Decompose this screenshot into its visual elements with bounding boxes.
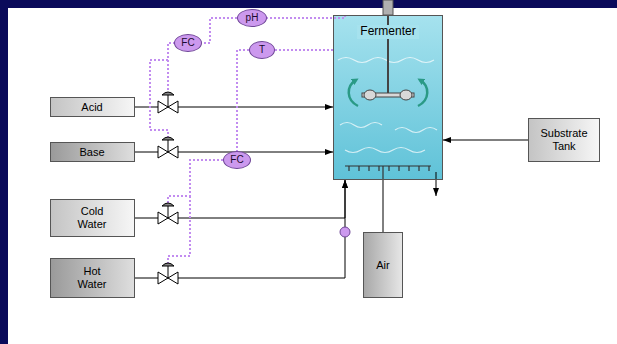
outflow-arrow bbox=[436, 172, 437, 196]
signal-line bbox=[150, 43, 223, 266]
flow-line bbox=[383, 180, 384, 232]
controller-bubble: T bbox=[249, 41, 275, 59]
flow-line bbox=[135, 180, 346, 278]
supply-box: Acid bbox=[50, 97, 135, 117]
air-supply: Air bbox=[363, 232, 403, 298]
air-sparger bbox=[345, 166, 431, 180]
flow-line bbox=[443, 140, 528, 141]
side-bar bbox=[0, 0, 8, 344]
node-label: Air bbox=[376, 259, 389, 272]
node-label: Hot Water bbox=[71, 265, 113, 290]
node-label: Base bbox=[79, 146, 104, 159]
node-label: Cold Water bbox=[71, 205, 113, 230]
control-valves bbox=[158, 92, 178, 284]
node-label: Substrate Tank bbox=[534, 127, 594, 152]
supply-box: Hot Water bbox=[50, 258, 135, 298]
valve-symbol bbox=[158, 92, 178, 113]
node-label: FC bbox=[230, 154, 243, 166]
valve-symbol bbox=[158, 137, 178, 158]
node-label: Fermenter bbox=[357, 25, 418, 39]
agitator-motor bbox=[383, 0, 393, 15]
supply-box: Base bbox=[50, 142, 135, 162]
valve-symbol bbox=[158, 203, 178, 224]
node-label: T bbox=[259, 44, 265, 56]
controller-bubble: FC bbox=[223, 151, 251, 169]
valve-symbol bbox=[158, 263, 178, 284]
vessel-liquid bbox=[333, 15, 443, 180]
signal-line bbox=[275, 49, 333, 51]
supply-box: Substrate Tank bbox=[528, 118, 600, 162]
fermenter-vessel: Fermenter bbox=[333, 15, 443, 180]
impeller bbox=[362, 90, 414, 100]
mixing-arrows bbox=[349, 80, 428, 106]
node-label: Acid bbox=[81, 101, 102, 114]
node-label: FC bbox=[181, 37, 194, 49]
flow-line bbox=[135, 180, 346, 218]
title-bar bbox=[0, 0, 617, 8]
signal-line bbox=[202, 18, 237, 43]
controller-bubble: FC bbox=[174, 34, 202, 52]
supply-box: Cold Water bbox=[50, 199, 135, 237]
controller-bubble: pH bbox=[237, 9, 267, 27]
junction-dot bbox=[340, 227, 350, 237]
signal-line bbox=[237, 50, 249, 151]
node-label: pH bbox=[246, 12, 259, 24]
